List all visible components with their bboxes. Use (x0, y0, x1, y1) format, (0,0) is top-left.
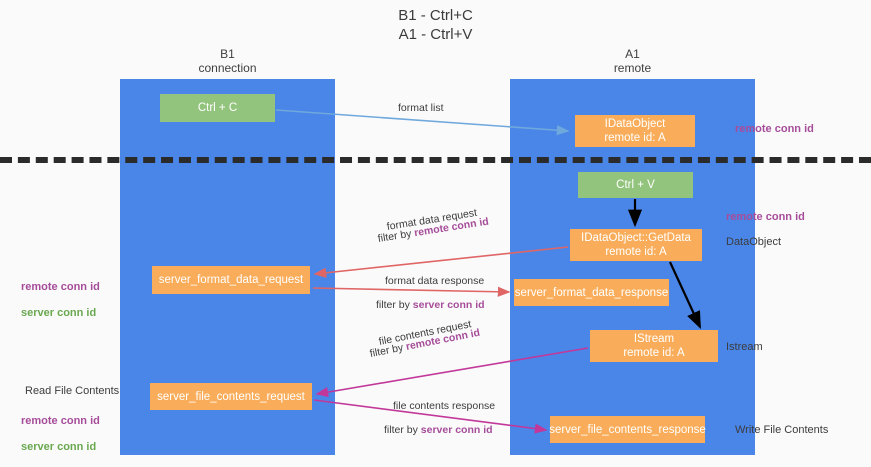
note-remote-conn-id-top: remote conn id (735, 123, 814, 135)
node-getdata-line2: remote id: A (605, 246, 667, 258)
filter-prefix-4: filter by (384, 424, 421, 436)
node-server-format-data-response[interactable]: server_format_data_response (514, 279, 669, 306)
node-getdata-line1: IDataObject::GetData (581, 232, 691, 244)
node-ctrl-c-line1: Ctrl + C (197, 102, 238, 114)
note-istream: Istream (726, 341, 763, 353)
edge-label-format-data-response: format data response (385, 275, 485, 287)
note-left-server-conn-id-2: server conn id (21, 441, 97, 453)
lane-header-b1: B1 connection (198, 47, 257, 75)
page-title: B1 - Ctrl+C A1 - Ctrl+V (398, 7, 473, 43)
node-server-format-data-request[interactable]: server_format_data_request (152, 266, 310, 294)
filter-prefix-2: filter by (376, 299, 413, 311)
note-left-remote-conn-id-2: remote conn id (21, 415, 100, 427)
node-ctrl-v-line1: Ctrl + V (616, 179, 655, 191)
node-server-file-contents-response-label: server_file_contents_response (549, 423, 706, 436)
filter-prefix-3: filter by (368, 341, 408, 360)
node-server-file-contents-response[interactable]: server_file_contents_response (549, 416, 706, 443)
section-divider (0, 157, 871, 163)
node-idataobject-line2: remote id: A (604, 132, 666, 144)
filter-prefix-1: filter by (376, 227, 416, 245)
edge-label-file-contents-response: file contents response (393, 400, 496, 412)
node-ctrl-v[interactable]: Ctrl + V (578, 172, 693, 198)
filter-key-server-conn-id-2: server conn id (420, 424, 493, 436)
note-dataobject: DataObject (726, 236, 782, 248)
node-ctrl-c[interactable]: Ctrl + C (160, 94, 275, 122)
arrow-format-data-response (312, 286, 511, 297)
node-idataobject-getdata[interactable]: IDataObject::GetData remote id: A (570, 229, 702, 261)
node-server-format-data-response-label: server_format_data_response (514, 286, 669, 299)
lane-header-a1: A1 remote (613, 47, 652, 75)
note-left-remote-conn-id: remote conn id (21, 281, 100, 293)
filter-key-server-conn-id-1: server conn id (412, 299, 485, 311)
edge-label-format-list: format list (398, 102, 444, 114)
node-istream-line2: remote id: A (623, 347, 685, 359)
note-legend-conn-ids-lower: remote conn id server conn id (21, 402, 100, 467)
node-istream[interactable]: IStream remote id: A (590, 330, 718, 362)
note-legend-conn-ids-upper: remote conn id server conn id (21, 268, 100, 333)
node-idataobject-line1: IDataObject (604, 118, 666, 130)
node-server-file-contents-request-label: server_file_contents_request (157, 390, 305, 403)
node-idataobject[interactable]: IDataObject remote id: A (575, 115, 695, 147)
node-server-file-contents-request[interactable]: server_file_contents_request (150, 383, 312, 410)
note-left-server-conn-id: server conn id (21, 307, 97, 319)
note-remote-conn-id-mid: remote conn id (726, 211, 805, 223)
edge-label-file-contents-response-filter: filter by server conn id (384, 424, 493, 437)
node-server-format-data-request-label: server_format_data_request (158, 274, 304, 286)
node-istream-line1: IStream (633, 333, 675, 345)
edge-label-format-data-response-filter: filter by server conn id (376, 299, 485, 312)
note-read-file-contents: Read File Contents (25, 385, 120, 397)
note-write-file-contents: Write File Contents (735, 424, 829, 436)
